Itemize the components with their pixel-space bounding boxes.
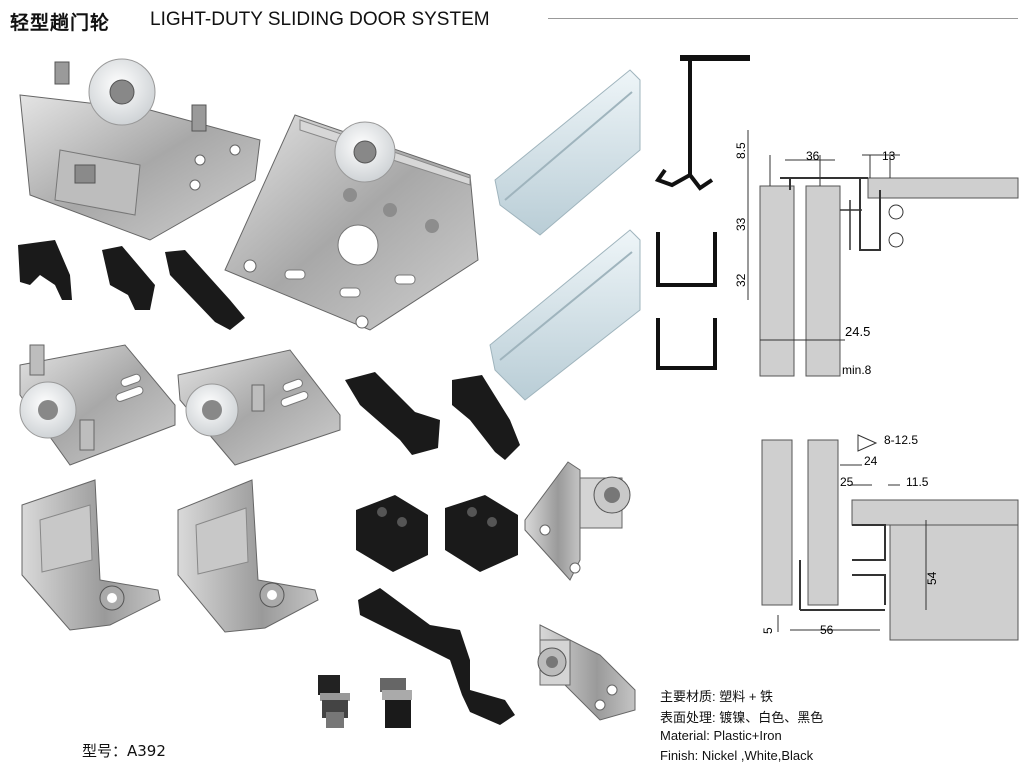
material-en: Material: Plastic+Iron — [660, 728, 782, 743]
dim-11-5: 11.5 — [906, 475, 929, 489]
title-rule — [548, 18, 1018, 19]
bottom-roller-plate — [19, 344, 176, 466]
technical-drawing-top — [747, 130, 1019, 377]
black-clip — [102, 246, 155, 310]
roller-wheel — [88, 58, 156, 126]
black-block — [356, 495, 428, 572]
angle-bracket-with-roller — [21, 479, 161, 631]
black-block — [445, 495, 518, 572]
dim-5: 5 — [761, 627, 775, 634]
page-title-chinese: 轻型趟门轮 — [10, 12, 111, 34]
bottom-roller-plate — [177, 349, 341, 466]
page-title: LIGHT-DUTY SLIDING DOOR SYSTEM — [150, 9, 490, 30]
bolt-with-nut — [380, 678, 412, 728]
roller-carriage-large — [19, 61, 261, 241]
dim-8-12-5: 8-12.5 — [884, 433, 918, 447]
dim-33: 33 — [734, 217, 748, 231]
finish-en: Finish: Nickel ,White,Black — [660, 748, 814, 763]
dim-36: 36 — [806, 149, 820, 163]
track-profile-bottom — [656, 232, 717, 370]
dim-13: 13 — [882, 149, 896, 163]
aluminium-top-track — [494, 69, 641, 236]
track-profile-top — [654, 55, 750, 191]
model-number: 型号：A392 — [82, 742, 166, 760]
aluminium-bottom-track — [489, 229, 641, 401]
angle-bracket-with-roller — [177, 479, 319, 633]
dim-32: 32 — [734, 273, 748, 287]
roller-wheel — [334, 121, 396, 183]
finish-cn: 表面处理: 镀镍、白色、黑色 — [660, 710, 824, 725]
black-stopper — [165, 250, 245, 330]
material-cn: 主要材质: 塑料 + 铁 — [660, 689, 774, 704]
black-guide — [345, 372, 440, 455]
dim-25: 25 — [840, 475, 854, 489]
black-guide — [452, 375, 520, 460]
dim-8-5: 8.5 — [734, 142, 748, 159]
bolt-with-nut — [318, 675, 350, 728]
black-lever — [358, 588, 515, 725]
dim-56: 56 — [820, 623, 834, 637]
dim-54: 54 — [925, 571, 939, 585]
black-clip — [18, 240, 72, 300]
dim-24-5: 24.5 — [845, 324, 870, 339]
dim-24: 24 — [864, 454, 878, 468]
technical-drawing-bottom — [761, 434, 1019, 641]
side-roller-bracket — [524, 461, 631, 581]
dim-min-8: min.8 — [842, 363, 872, 377]
side-roller-bracket — [537, 624, 636, 721]
